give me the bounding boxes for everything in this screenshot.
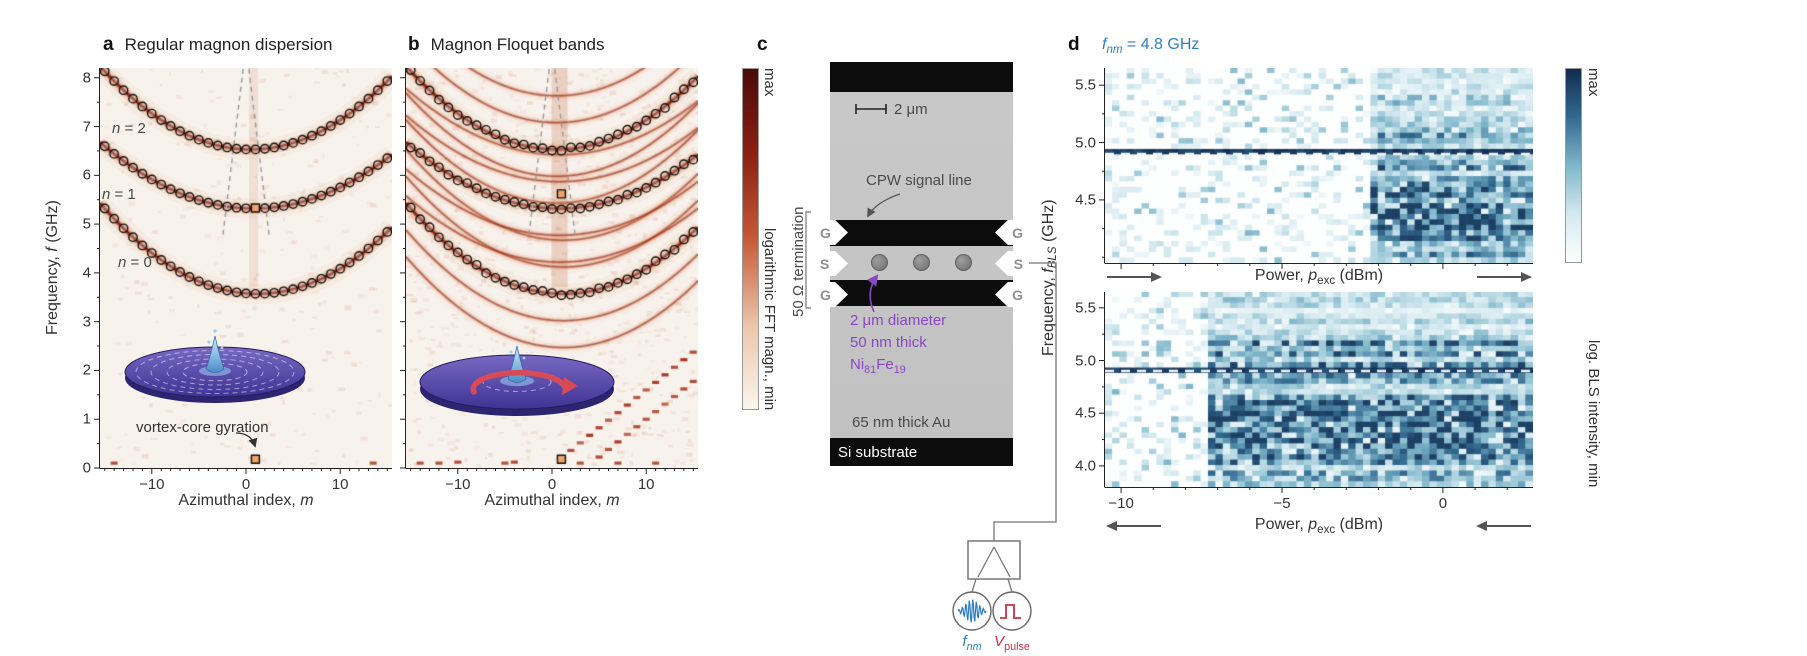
panel-a-xlabel: Azimuthal index, m [178,492,314,509]
tick-label: 3 [82,313,91,331]
power-axis-top: Power, pexc (dBm) [1105,267,1533,287]
branch-label-n1: n = 1 [102,186,136,203]
permalloy-disk [913,254,930,271]
tick-label: 7 [82,118,91,136]
tick-label: 6 [82,166,91,184]
power-axis-label-top: Power, pexc (dBm) [1254,267,1384,288]
tick-label: 8 [82,69,91,87]
tick-label: 1 [82,410,91,428]
vortex-core-gyration-annotation: vortex-core gyration [136,419,269,436]
tick-label: 5.0 [1075,352,1096,369]
vortex-disk-illustration-b [419,345,615,416]
tick-label: −10 [445,476,471,493]
panel-c-header: c [757,34,768,56]
panel-b-xlabel: Azimuthal index, m [484,492,620,509]
bls-colorbar [1565,68,1582,263]
termination-label: 50 Ω termination [790,206,807,318]
fnm-source-label: fnm [962,633,982,653]
tick-label: 4.0 [1075,457,1096,475]
panel-d-ylabel: Frequency, fBLS (GHz) [1040,199,1060,356]
fft-colorbar [742,68,759,410]
panel-d-tag: d [1068,34,1080,55]
tick-label: 10 [637,476,655,493]
sweep-down-arrow-icon [1106,521,1161,532]
fft-colorbar-max-label: max [761,68,778,97]
fft-colorbar-label: logarithmic FFT magn., min [761,227,778,410]
panel-b-title: Magnon Floquet bands [430,35,605,54]
branch-label-n0: n = 0 [118,254,152,271]
bls-colorbar-label: log. BLS intensity, min [1585,339,1602,487]
panel-c-tag: c [757,34,768,55]
fft-colorbar-labels: max logarithmic FFT magn., min [761,68,781,410]
drive-frequency-label: fnm = 4.8 GHz [1102,36,1200,57]
tick-label: 5.5 [1075,299,1096,317]
sem-image: 2 μm CPW signal line 2 μm diameter 50 nm… [790,62,1029,466]
tick-label: −5 [1273,495,1291,512]
bls-colorbar-max-label: max [1585,68,1602,97]
scale-bar [855,104,887,114]
sweep-down-arrow-icon [1476,521,1531,532]
bls-colorbar-labels: max log. BLS intensity, min [1585,68,1605,487]
cpw-signal-line-label: CPW signal line [866,172,972,189]
panel-d-bottom-heatmap-canvas [1105,292,1533,487]
disk-diameter-label: 2 μm diameter [850,312,947,329]
tick-label: 0 [1438,495,1448,512]
vortex-disk-illustration-a [124,329,306,403]
au-thickness-label: 65 nm thick Au [852,414,951,431]
panel-b-header: b Magnon Floquet bands [408,34,605,56]
tick-label: 10 [331,476,349,493]
scale-bar-label: 2 μm [894,101,928,118]
panel-a-ylabel: Frequency, f (GHz) [44,200,61,336]
signal-electrode-left: S [814,251,848,276]
tick-label: 4.5 [1075,191,1096,209]
branch-label-n2: n = 2 [112,120,146,137]
tick-label: 4.5 [1075,404,1096,422]
permalloy-disk [955,254,972,271]
tick-label: 0 [82,459,91,477]
panel-b-tag: b [408,34,420,55]
permalloy-disk [871,254,888,271]
tick-label: 2 [82,361,91,379]
vortex-core-icon [205,335,225,373]
tick-label: 0 [241,476,251,493]
disk-thickness-label: 50 nm thick [850,334,927,351]
power-axis-bottom: Power, pexc (dBm) [1105,516,1533,536]
vpulse-source-label: Vpulse [994,633,1030,653]
cpw-signal-line-upper [830,220,1013,246]
si-substrate-label: Si substrate [838,443,918,461]
sweep-up-arrow-icon [1107,272,1162,283]
tick-label: 5.0 [1075,134,1096,152]
tick-label: 0 [547,476,557,493]
gyration-arrow-icon [470,369,567,395]
power-axis-label-bottom: Power, pexc (dBm) [1254,516,1384,537]
panel-a-tag: a [103,34,114,55]
tick-label: 4 [82,264,91,282]
panel-d-header: d [1068,34,1080,56]
tick-label: 5 [82,215,91,233]
tick-label: 5.5 [1075,76,1096,94]
panel-a-header: a Regular magnon dispersion [103,34,332,56]
tick-label: −10 [139,476,165,493]
cpw-signal-line-lower [830,280,1013,306]
signal-electrode-right: S [995,251,1029,276]
disk-material-label: Ni81Fe19 [850,356,906,376]
panel-a-title: Regular magnon dispersion [124,35,333,54]
panel-d-top-heatmap-canvas [1105,68,1533,263]
tick-label: −10 [1108,495,1134,512]
top-ground-electrode [830,62,1013,92]
si-substrate-bar: Si substrate [830,438,1013,466]
sweep-up-arrow-icon [1477,272,1532,283]
